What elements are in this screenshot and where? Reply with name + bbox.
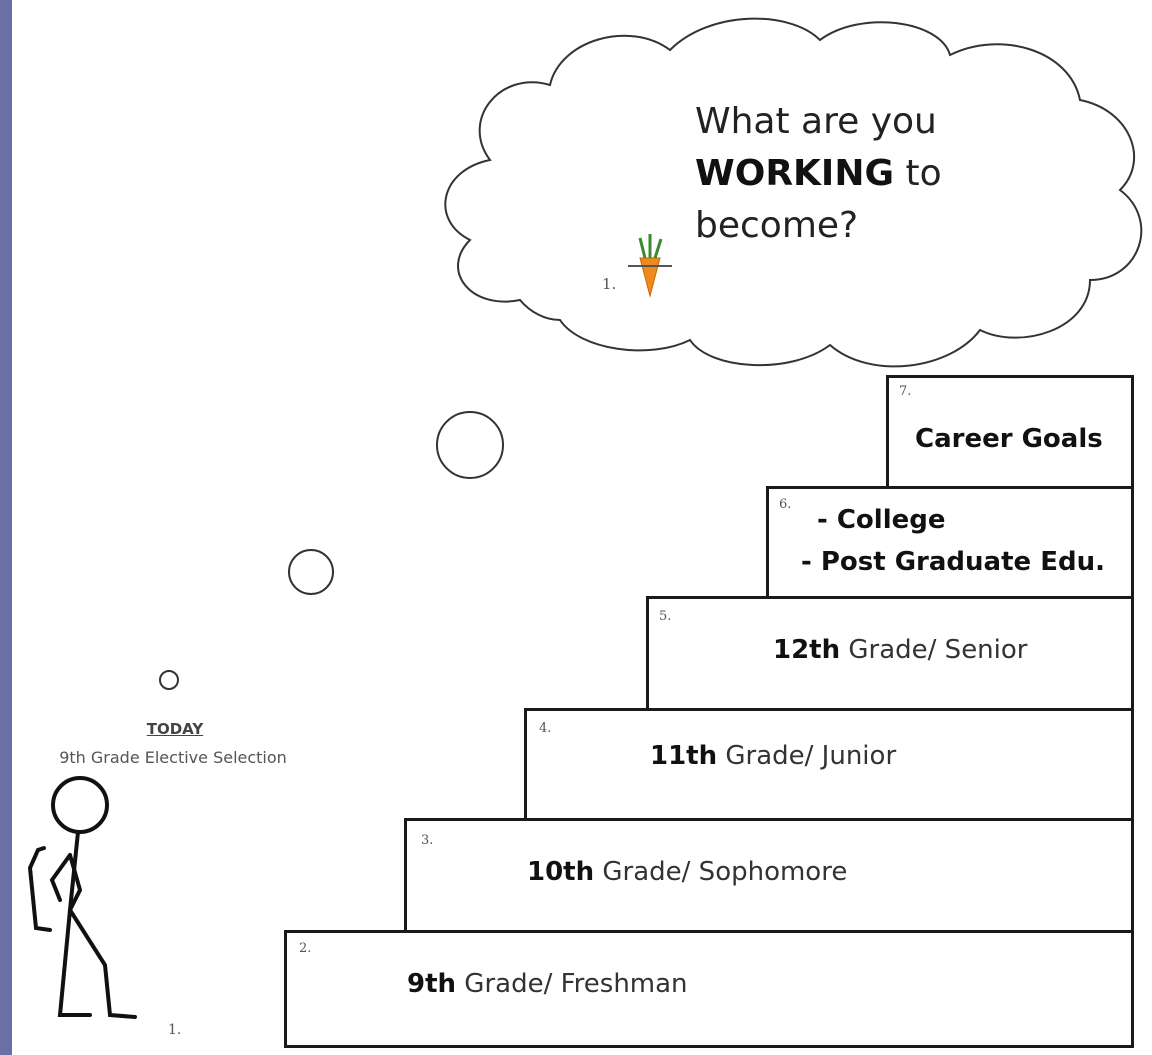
step-number: 3.	[421, 833, 434, 848]
student-stick-figure	[27, 776, 137, 1019]
carrot-icon	[628, 234, 672, 298]
step-college: 6. - College - Post Graduate Edu.	[766, 486, 1134, 599]
step-postgrad-line: - Post Graduate Edu.	[801, 547, 1105, 577]
thought-bubble-medium	[288, 549, 334, 595]
step-college-line: - College	[817, 505, 946, 535]
step-label: Career Goals	[915, 424, 1103, 454]
step-number: 6.	[779, 497, 792, 512]
step-9th-grade: 2. 9th Grade/ Freshman	[284, 930, 1134, 1048]
step-12th-grade: 5. 12th Grade/ Senior	[646, 596, 1134, 711]
cloud-marker: 1.	[602, 275, 617, 293]
step-number: 2.	[299, 941, 312, 956]
step-number: 4.	[539, 721, 552, 736]
today-caption: 9th Grade Elective Selection	[59, 748, 287, 767]
step-grade: 11th	[650, 741, 718, 771]
step-label: 12th Grade/ Senior	[773, 635, 1027, 665]
step-career-goals: 7. Career Goals	[886, 375, 1134, 489]
step-label: 9th Grade/ Freshman	[407, 969, 688, 999]
step-grade: 12th	[773, 635, 841, 665]
step-number: 5.	[659, 609, 672, 624]
cloud-line-3: become?	[695, 205, 859, 246]
figure-marker: 1.	[168, 1022, 182, 1038]
thought-bubble-large	[436, 411, 504, 479]
working-emphasis: WORKING	[695, 153, 895, 194]
thought-bubble-small	[159, 670, 179, 690]
cloud-line-2-rest: to	[894, 153, 942, 194]
step-label: 10th Grade/ Sophomore	[527, 857, 847, 887]
step-number: 7.	[899, 384, 912, 399]
step-grade-rest: Grade/ Senior	[840, 635, 1028, 665]
cloud-question: What are you WORKING to become?	[695, 96, 942, 252]
today-heading: TODAY	[146, 720, 204, 738]
cloud-outline	[444, 17, 1143, 368]
step-grade: 9th	[407, 969, 457, 999]
cloud-line-2: WORKING to	[695, 148, 942, 200]
step-grade-rest: Grade/ Freshman	[456, 969, 688, 999]
step-11th-grade: 4. 11th Grade/ Junior	[524, 708, 1134, 821]
step-label: 11th Grade/ Junior	[650, 741, 896, 771]
step-grade-rest: Grade/ Junior	[717, 741, 897, 771]
step-grade-rest: Grade/ Sophomore	[594, 857, 848, 887]
step-10th-grade: 3. 10th Grade/ Sophomore	[404, 818, 1134, 933]
cloud-line-1: What are you	[695, 101, 937, 142]
step-grade: 10th	[527, 857, 595, 887]
